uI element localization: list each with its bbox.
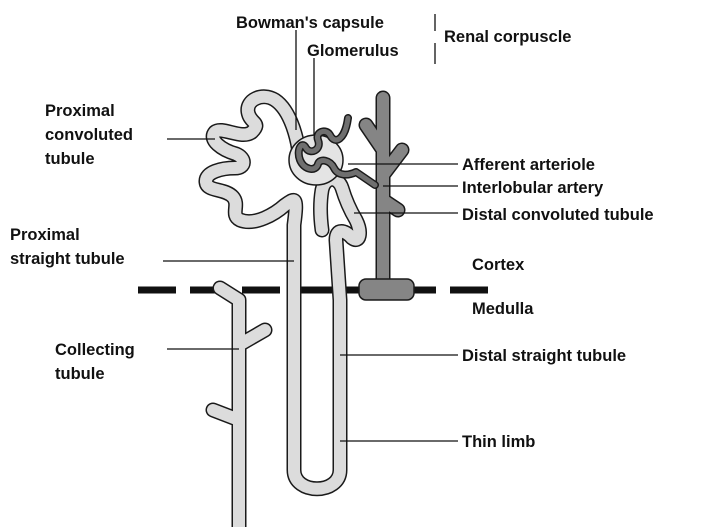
- interlobular-artery: [359, 98, 414, 300]
- label-afferent-arteriole: Afferent arteriole: [462, 156, 595, 174]
- collecting-tubule: [213, 288, 265, 527]
- label-distal-straight: Distal straight tubule: [462, 347, 626, 365]
- label-proximal-straight: Proximal straight tubule: [10, 226, 125, 268]
- label-bowmans-capsule: Bowman's capsule: [236, 14, 384, 32]
- label-medulla: Medulla: [472, 300, 534, 318]
- label-cortex: Cortex: [472, 256, 525, 274]
- label-renal-corpuscle: Renal corpuscle: [444, 28, 571, 46]
- label-thin-limb: Thin limb: [462, 433, 535, 451]
- label-proximal-convoluted: Proximal convoluted tubule: [45, 102, 138, 168]
- label-collecting-tubule: Collecting tubule: [55, 341, 139, 383]
- label-interlobular-artery: Interlobular artery: [462, 179, 604, 197]
- label-distal-convoluted: Distal convoluted tubule: [462, 206, 654, 224]
- label-glomerulus: Glomerulus: [307, 42, 399, 60]
